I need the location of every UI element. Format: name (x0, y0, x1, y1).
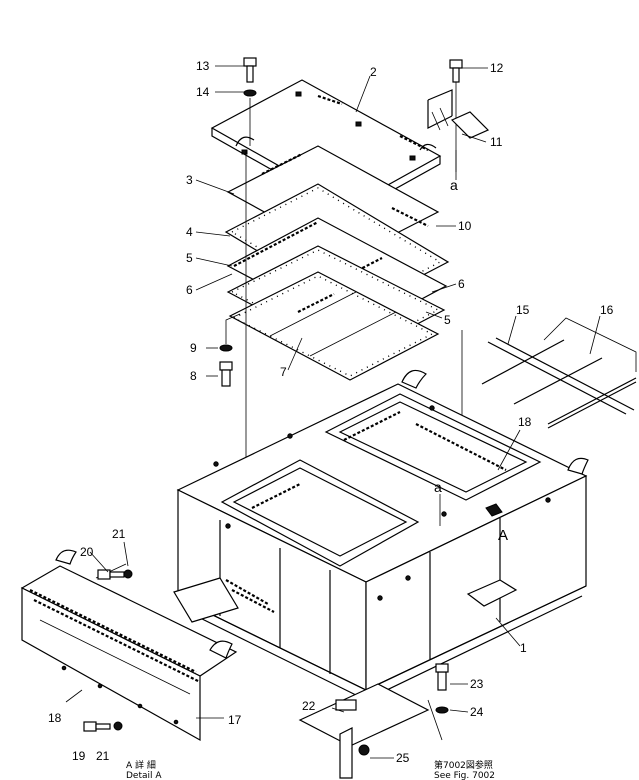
part-label: 19 (72, 749, 86, 763)
part-label: 20 (80, 545, 94, 559)
part-label: 15 (516, 303, 530, 317)
bolt-8 (219, 313, 241, 387)
part-label: 4 (186, 225, 193, 239)
part-label: 2 (370, 65, 377, 79)
ref-big-a: A (498, 527, 508, 544)
screen-stack (224, 145, 450, 381)
part-label: 22 (302, 699, 316, 713)
part-label: 5 (186, 251, 193, 265)
leader-lines (65, 65, 601, 759)
part-label: 1 (520, 641, 527, 655)
part-label: 6 (186, 283, 193, 297)
part-label: 6 (458, 277, 465, 291)
part-label: 21 (96, 749, 110, 763)
part-label: 24 (470, 705, 484, 719)
tie-rods (481, 317, 637, 429)
part-label: 8 (190, 369, 197, 383)
fig-caption-jp: 第7002図参照 (434, 759, 493, 771)
part-label: 5 (444, 313, 451, 327)
bolt-20 (97, 569, 133, 580)
side-bracket (298, 663, 449, 779)
bolt-13 (243, 57, 257, 146)
part-label: 18 (518, 415, 532, 429)
part-label: 16 (600, 303, 614, 317)
part-label: 3 (186, 173, 193, 187)
main-frame (173, 369, 589, 701)
part-label: 18 (48, 711, 62, 725)
part-label: 13 (196, 59, 210, 73)
bracket-11 (427, 89, 490, 139)
part-label: 14 (196, 85, 210, 99)
detail-caption-en: Detail A (126, 771, 162, 780)
ref-a-top: a (450, 177, 458, 193)
part-label: 17 (228, 713, 242, 727)
captions: A 詳 細 Detail A 第7002図参照 See Fig. 7002 (126, 759, 495, 780)
fig-caption-en: See Fig. 7002 (434, 771, 495, 780)
part-label: 23 (470, 677, 484, 691)
part-label: 9 (190, 341, 197, 355)
reference-letters: a a A (434, 177, 508, 544)
part-label: 11 (490, 135, 503, 149)
part-label: 12 (490, 61, 504, 75)
part-labels: 13 14 2 12 11 3 4 5 6 10 6 5 7 9 8 15 16… (48, 59, 614, 765)
part-label: 10 (458, 219, 472, 233)
bolt-19 (83, 721, 123, 732)
part-label: 25 (396, 751, 410, 765)
ref-a-mid: a (434, 479, 442, 495)
part-label: 21 (112, 527, 126, 541)
detail-caption-jp: A 詳 細 (126, 759, 156, 771)
detail-a-cover (20, 549, 238, 742)
part-label: 7 (280, 365, 287, 379)
